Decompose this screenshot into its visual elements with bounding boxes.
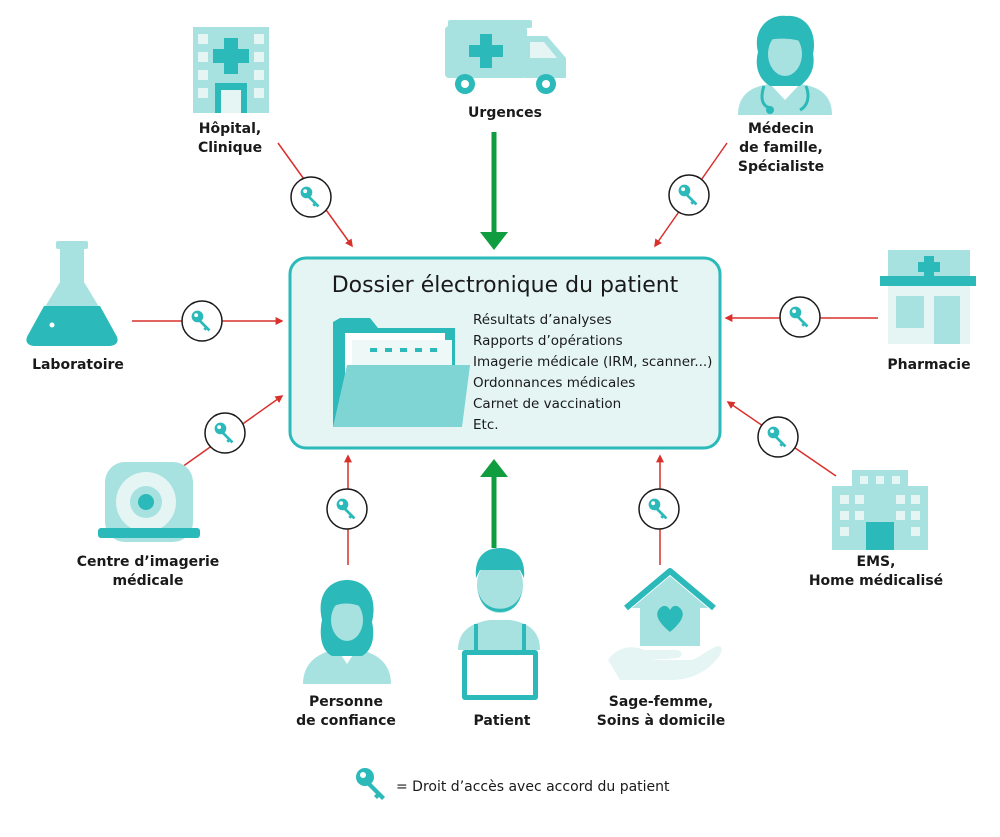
key-badge-ems	[757, 416, 799, 458]
key-badge-imagerie	[204, 412, 246, 454]
home-care-icon	[608, 568, 722, 680]
mri-scanner-icon	[98, 462, 200, 542]
record-item: Carnet de vaccination	[473, 396, 621, 412]
key-badge-confiance	[326, 488, 368, 530]
lab-flask-icon	[26, 241, 118, 346]
key-badge-sagefemme	[638, 488, 680, 530]
key-badge-laboratoire	[181, 300, 223, 342]
key-badges	[181, 174, 821, 530]
record-item: Etc.	[473, 417, 499, 433]
actor-label-laboratoire: Laboratoire	[32, 357, 124, 373]
record-item: Résultats d’analyses	[473, 312, 612, 328]
trusted-person-icon	[303, 580, 391, 684]
actor-label-ems: EMS,Home médicalisé	[809, 554, 943, 589]
hospital-building-icon	[193, 27, 269, 113]
actor-label-hopital: Hôpital,Clinique	[198, 121, 262, 156]
ambulance-icon	[445, 20, 566, 94]
nursing-home-icon	[832, 470, 928, 550]
key-badge-medecin	[668, 174, 710, 216]
key-badge-pharmacie	[779, 296, 821, 338]
legend: = Droit d’accès avec accord du patient	[356, 768, 670, 800]
actor-label-urgences: Urgences	[468, 105, 542, 121]
key-icon	[356, 768, 385, 800]
record-item: Ordonnances médicales	[473, 375, 635, 391]
actor-label-patient: Patient	[474, 713, 531, 729]
folder-icon	[333, 318, 470, 427]
legend-text: = Droit d’accès avec accord du patient	[396, 779, 670, 795]
patient-laptop-icon	[458, 548, 540, 700]
actor-label-pharmacie: Pharmacie	[887, 357, 970, 373]
record-item: Rapports d’opérations	[473, 333, 623, 349]
pharmacy-icon	[880, 250, 976, 344]
record-title: Dossier électronique du patient	[332, 273, 679, 298]
patient-record-box: Dossier électronique du patient Résultat…	[288, 256, 722, 450]
doctor-icon	[738, 15, 832, 115]
key-badge-hopital	[290, 176, 332, 218]
record-item: Imagerie médicale (IRM, scanner...)	[473, 354, 712, 370]
actor-label-sagefemme: Sage-femme,Soins à domicile	[597, 694, 725, 729]
